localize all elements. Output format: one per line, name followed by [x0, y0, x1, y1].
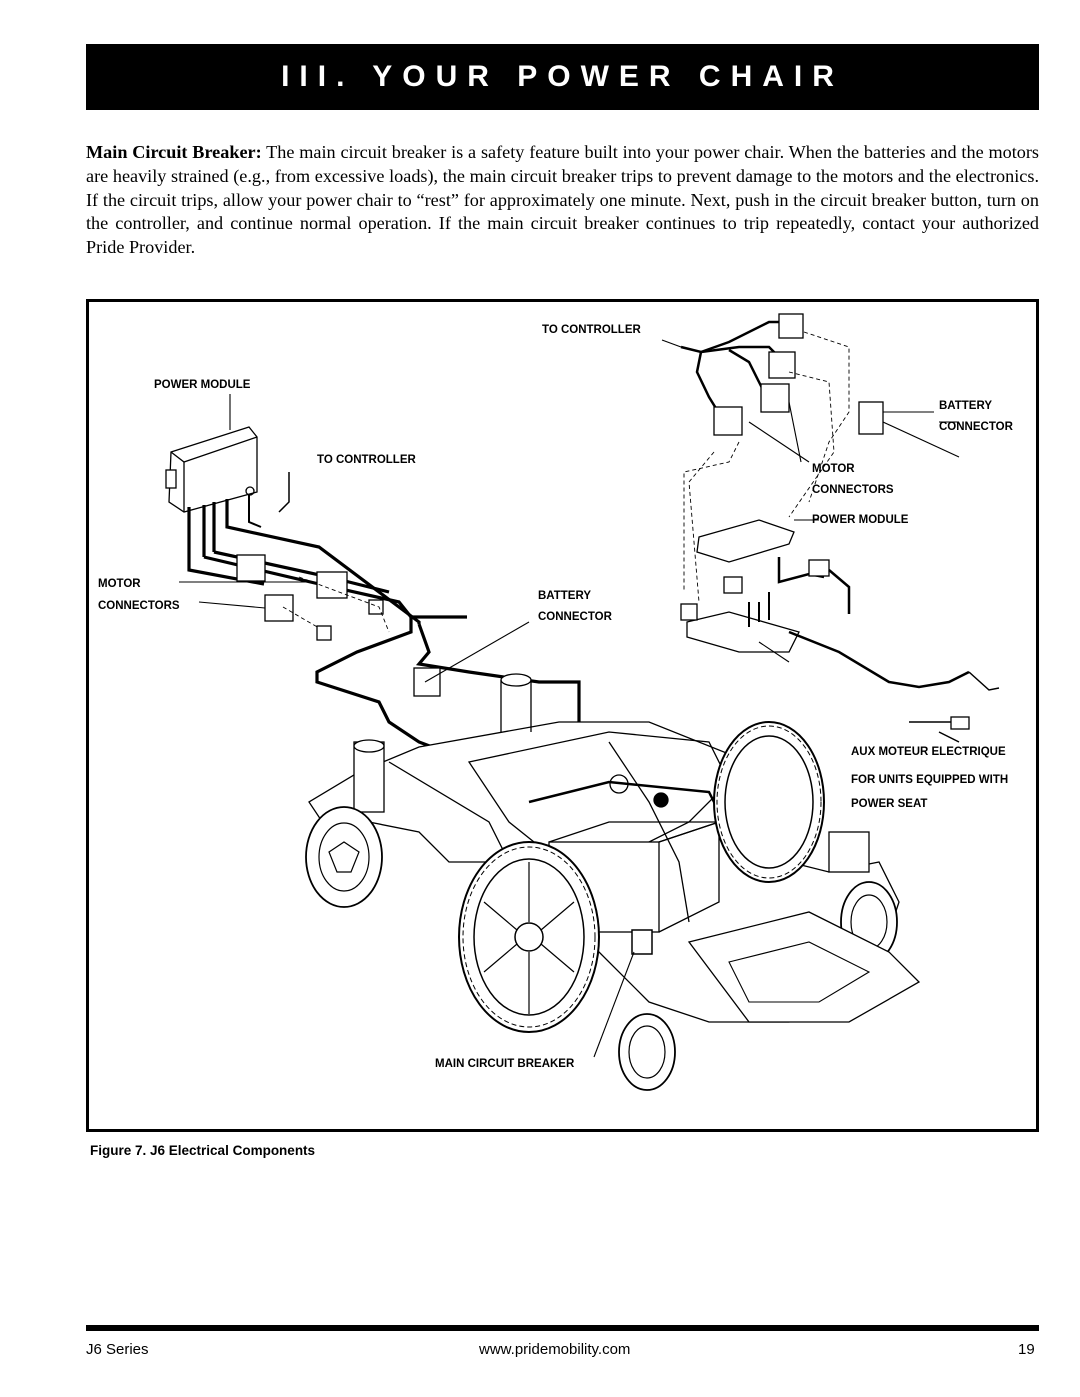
figure-illustration: [165, 313, 1000, 1091]
electrical-components-figure: TO CONTROLLER POWER MODULE TO CONTROLLER…: [86, 299, 1039, 1132]
drive-wheel-right: [713, 721, 825, 883]
label-motor-connectors-right-1: MOTOR: [812, 463, 855, 475]
label-motor-connectors-right-2: CONNECTORS: [812, 484, 894, 496]
label-to-controller-top: TO CONTROLLER: [542, 324, 641, 336]
figure-caption: Figure 7. J6 Electrical Components: [90, 1143, 316, 1158]
caster-wheel-front-center: [618, 1013, 676, 1091]
top-right-harness: [661, 313, 960, 603]
main-circuit-breaker-paragraph: Main Circuit Breaker: The main circuit b…: [86, 141, 1039, 260]
footer-series: J6 Series: [86, 1341, 149, 1358]
page-number: 19: [1018, 1341, 1035, 1358]
label-power-module-left: POWER MODULE: [154, 379, 251, 391]
label-motor-connectors-left-1: MOTOR: [98, 578, 141, 590]
chair-base-drawing: [305, 673, 921, 1091]
label-battery-connector-right-2: CONNECTOR: [939, 421, 1013, 433]
paragraph-lead: Main Circuit Breaker:: [86, 142, 262, 162]
label-battery-connector-right-1: BATTERY: [939, 400, 993, 412]
paragraph-text: The main circuit breaker is a safety fea…: [86, 142, 1039, 258]
section-header-bar: III. YOUR POWER CHAIR: [86, 44, 1039, 110]
power-module-right-drawing: [680, 519, 1000, 743]
section-title: III. YOUR POWER CHAIR: [281, 60, 844, 93]
label-to-controller-left: TO CONTROLLER: [317, 454, 416, 466]
label-aux-motor-3: POWER SEAT: [851, 798, 928, 810]
label-aux-motor-1: AUX MOTEUR ELECTRIQUE: [851, 746, 1006, 758]
drive-wheel-left: [458, 841, 600, 1033]
motor-connector-blocks-left: [236, 554, 384, 641]
label-battery-connector-mid-2: CONNECTOR: [538, 611, 612, 623]
label-battery-connector-mid-1: BATTERY: [538, 590, 592, 602]
power-module-left-drawing: [165, 394, 290, 562]
label-main-circuit-breaker: MAIN CIRCUIT BREAKER: [435, 1058, 575, 1070]
label-power-module-right: POWER MODULE: [812, 514, 909, 526]
label-aux-motor-2: FOR UNITS EQUIPPED WITH: [851, 774, 1009, 786]
footer-rule: [86, 1325, 1039, 1331]
footer-url: www.pridemobility.com: [479, 1341, 631, 1358]
caster-wheel-left: [305, 806, 383, 908]
label-motor-connectors-left-2: CONNECTORS: [98, 600, 180, 612]
